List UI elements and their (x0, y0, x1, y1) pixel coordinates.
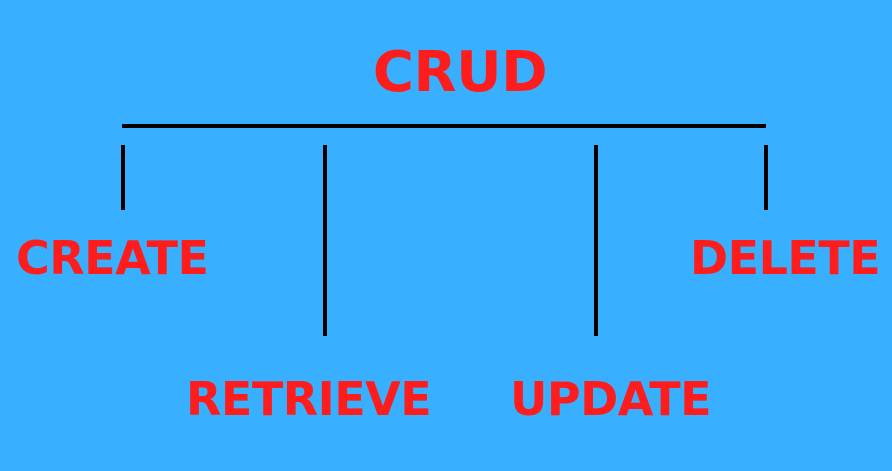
label-retrieve: RETRIEVE (186, 372, 432, 426)
label-update: UPDATE (510, 372, 712, 426)
label-create: CREATE (16, 231, 209, 285)
diagram-title: CRUD (372, 40, 548, 105)
label-delete: DELETE (690, 231, 881, 285)
